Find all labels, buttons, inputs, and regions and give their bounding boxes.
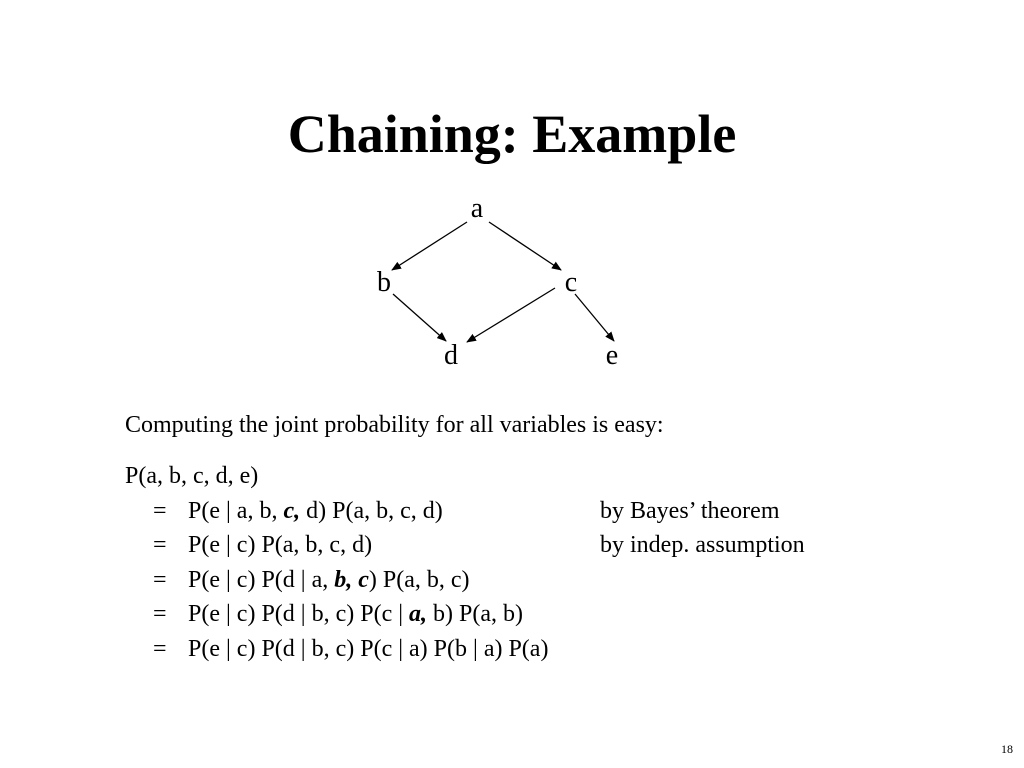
edge-b-d — [392, 293, 447, 342]
node-e: e — [606, 340, 618, 371]
equals-sign: = — [153, 532, 167, 558]
expr-part: d) P(a, b, c, d) — [300, 497, 443, 524]
equals-sign: = — [153, 635, 167, 662]
equals-sign: = — [153, 566, 167, 593]
node-d: d — [444, 340, 458, 371]
node-c: c — [565, 267, 577, 298]
equals-sign: = — [153, 497, 167, 524]
expr-emphasis: c, — [283, 497, 301, 524]
page-number: 18 — [1001, 742, 1013, 756]
expr-part: P(e | a, b, — [188, 497, 284, 524]
equation-row: = P(e | a, b, c, d) P(a, b, c, d) by Bay… — [125, 494, 780, 529]
equation-block: P(a, b, c, d, e) = P(e | a, b, c, d) P(a… — [125, 459, 805, 667]
equation-expression: P(e | c) P(d | b, c) P(c | a) P(b | a) P… — [188, 632, 548, 667]
expr-part: P(e | c) P(a, b, c, d) — [188, 532, 373, 558]
equation-head: P(a, b, c, d, e) — [125, 463, 259, 489]
expr-part: P(e | c) P(d | b, c) P(c | a) P(b | a) P… — [188, 635, 549, 662]
expr-part: b) P(a, b) — [427, 601, 524, 627]
equation-row: = P(e | c) P(d | b, c) P(c | a, b) P(a, … — [125, 597, 523, 632]
expr-emphasis: a, — [409, 601, 428, 627]
edge-c-d — [466, 287, 556, 343]
equation-row: = P(e | c) P(d | b, c) P(c | a) P(b | a)… — [125, 632, 548, 667]
equals-sign: = — [153, 601, 167, 627]
node-b: b — [377, 267, 391, 298]
slide-title: Chaining: Example — [287, 104, 737, 164]
equation-expression: P(e | c) P(d | b, c) P(c | a, b) P(a, b) — [188, 597, 523, 632]
equation-note: by indep. assumption — [600, 532, 805, 558]
edge-c-e — [574, 293, 615, 342]
node-a: a — [471, 193, 484, 224]
expr-part: P(e | c) P(d | b, c) P(c | — [188, 601, 410, 627]
bayes-network-diagram: a b c d e — [377, 193, 618, 371]
edge-a-c — [488, 221, 562, 271]
expr-emphasis: b, c — [334, 566, 369, 593]
equation-note: by Bayes’ theorem — [600, 497, 780, 524]
equation-expression: P(e | c) P(d | a, b, c) P(a, b, c) — [188, 563, 470, 598]
expr-part: ) P(a, b, c) — [368, 566, 470, 593]
intro-text: Computing the joint probability for all … — [125, 412, 664, 438]
equation-expression: P(e | a, b, c, d) P(a, b, c, d) — [188, 494, 443, 529]
equation-row: = P(e | c) P(d | a, b, c) P(a, b, c) — [125, 563, 470, 598]
edge-a-b — [391, 221, 468, 271]
expr-part: P(e | c) P(d | a, — [188, 566, 335, 593]
equation-expression: P(e | c) P(a, b, c, d) — [188, 528, 372, 563]
equation-row: = P(e | c) P(a, b, c, d) by indep. assum… — [125, 528, 805, 563]
